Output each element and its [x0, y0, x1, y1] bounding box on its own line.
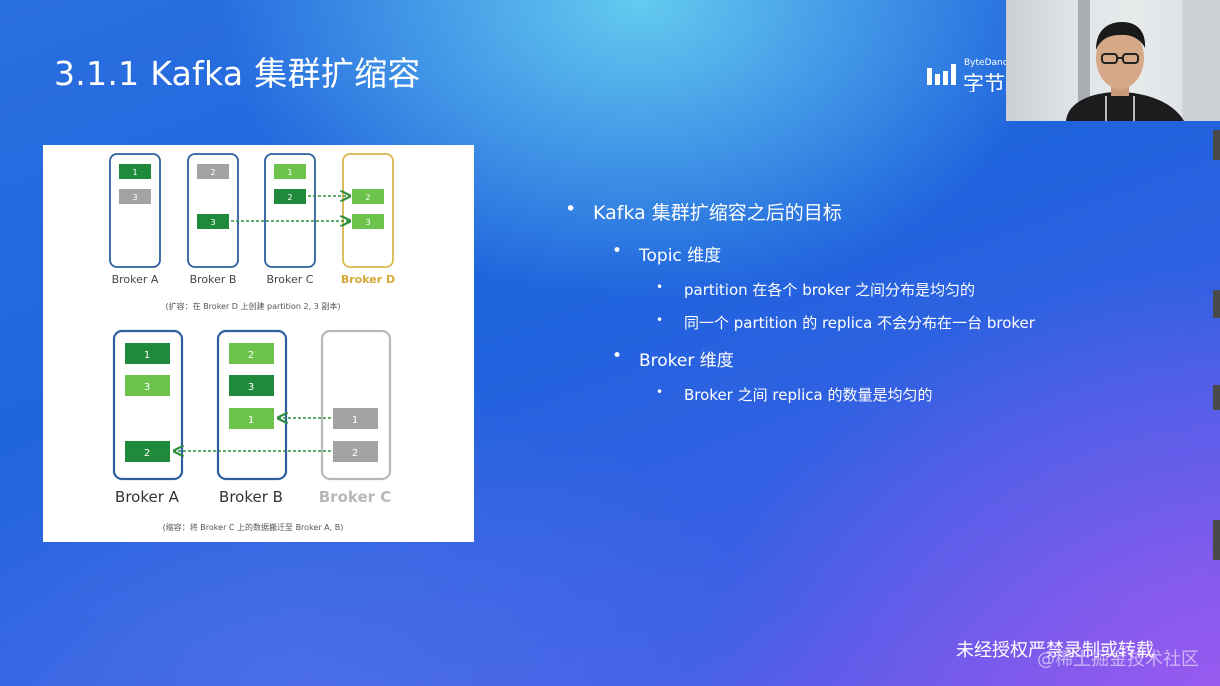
- scaledown-b-replica-1-label: 1: [248, 415, 254, 426]
- scaleup-caption: (扩容：在 Broker D 上创建 partition 2, 3 副本): [166, 301, 341, 311]
- bytedance-logo: ByteDance 字节跳动: [926, 56, 1008, 92]
- scaledown-c-replica-2-label: 2: [352, 448, 358, 459]
- scaleup-broker-c-label: Broker C: [266, 273, 313, 286]
- scaleup-broker-b-box: [187, 153, 239, 268]
- scaledown-b-replica-1: [229, 408, 274, 429]
- scaleup-d-replica-3: [352, 214, 384, 229]
- scaleup-b-replica-3: [197, 214, 229, 229]
- bullet-dot-icon: •: [656, 280, 664, 294]
- scaleup-d-replica-2: [352, 189, 384, 204]
- bullet-topic-text: Topic 维度: [639, 246, 722, 266]
- scaleup-d-replica-3-label: 3: [365, 218, 370, 227]
- bullet-topic-point-1: • partition 在各个 broker 之间分布是均匀的: [656, 279, 976, 300]
- bullet-dot-icon: •: [656, 313, 664, 327]
- scaleup-d-replica-2-label: 2: [365, 193, 370, 202]
- scaledown-b-replica-2: [229, 343, 274, 364]
- bullet-topic-point-2-text: 同一个 partition 的 replica 不会分布在一台 broker: [684, 314, 1035, 332]
- scaleup-a-replica-3: [119, 189, 151, 204]
- bullet-dot-icon: •: [656, 385, 664, 399]
- presenter-avatar: [1066, 0, 1220, 121]
- bullet-topic-point-2: • 同一个 partition 的 replica 不会分布在一台 broker: [656, 312, 1035, 333]
- scaledown-a-replica-3-label: 3: [144, 382, 150, 393]
- scaleup-c-replica-2-label: 2: [287, 193, 292, 202]
- bullet-dot-icon: •: [565, 198, 577, 220]
- scaledown-broker-a-box: [112, 329, 184, 481]
- scaleup-c-replica-1-label: 1: [287, 168, 292, 177]
- scaleup-c-replica-1: [274, 164, 306, 179]
- bullet-main: • Kafka 集群扩缩容之后的目标: [565, 198, 842, 225]
- scaleup-a-replica-1: [119, 164, 151, 179]
- scaleup-broker-a-label: Broker A: [112, 273, 159, 286]
- kafka-scaling-diagram: 1 3 2 3 1 2 2 3 Broker A Broker B Bro: [109, 153, 395, 532]
- bullet-broker-point-1: • Broker 之间 replica 的数量是均匀的: [656, 384, 933, 405]
- bullet-broker-point-1-text: Broker 之间 replica 的数量是均匀的: [684, 386, 933, 404]
- scaledown-b-replica-2-label: 2: [248, 350, 254, 361]
- scaleup-c-replica-2: [274, 189, 306, 204]
- scaleup-broker-a-box: [109, 153, 161, 268]
- scaledown-broker-c-label: Broker C: [319, 488, 392, 506]
- scaledown-a-replica-1-label: 1: [144, 350, 150, 361]
- logo-wordmark-cn: 字节跳动: [963, 72, 1008, 92]
- scaleup-broker-b-label: Broker B: [190, 273, 237, 286]
- scaleup-broker-d-label: Broker D: [341, 273, 395, 286]
- scaledown-broker-b-box: [216, 329, 288, 481]
- side-edge-bar: [1213, 385, 1220, 410]
- scaledown-broker-b-label: Broker B: [219, 488, 283, 506]
- scaleup-a-replica-1-label: 1: [132, 168, 137, 177]
- scaledown-c-replica-1: [333, 408, 378, 429]
- bullet-topic-point-1-text: partition 在各个 broker 之间分布是均匀的: [684, 281, 976, 299]
- bullet-topic: • Topic 维度: [612, 241, 722, 266]
- scaleup-b-replica-2: [197, 164, 229, 179]
- copyright-watermark: 未经授权严禁录制或转载: [956, 640, 1154, 661]
- scaledown-a-replica-2: [125, 441, 170, 462]
- scaledown-c-replica-1-label: 1: [352, 415, 358, 426]
- scaledown-a-replica-1: [125, 343, 170, 364]
- bytedance-logo-icon: [927, 64, 956, 85]
- bullet-broker-text: Broker 维度: [639, 351, 734, 371]
- scaledown-b-replica-3: [229, 375, 274, 396]
- scaledown-c-replica-2: [333, 441, 378, 462]
- bullet-dot-icon: •: [612, 241, 623, 261]
- community-watermark: @稀土掘金技术社区: [1037, 649, 1199, 670]
- scaledown-a-replica-2-label: 2: [144, 448, 150, 459]
- bullet-dot-icon: •: [612, 346, 623, 366]
- side-edge-bar: [1213, 290, 1220, 318]
- side-edge-bar: [1213, 520, 1220, 560]
- slide-title: 3.1.1 Kafka 集群扩缩容: [54, 54, 421, 93]
- scaleup-b-replica-3-label: 3: [210, 218, 215, 227]
- scaledown-b-replica-3-label: 3: [248, 382, 254, 393]
- scaledown-caption: (缩容：将 Broker C 上的数据搬迁至 Broker A, B): [163, 522, 344, 532]
- side-edge-bar: [1213, 130, 1220, 160]
- kafka-scaling-figure: 1 3 2 3 1 2 2 3 Broker A Broker B Bro: [43, 145, 474, 542]
- scaleup-b-replica-2-label: 2: [210, 168, 215, 177]
- scaledown-broker-a-label: Broker A: [115, 488, 180, 506]
- scaledown-a-replica-3: [125, 375, 170, 396]
- scaleup-broker-d-box: [342, 153, 394, 268]
- bullet-broker: • Broker 维度: [612, 346, 734, 371]
- scaleup-a-replica-3-label: 3: [132, 193, 137, 202]
- logo-wordmark-en: ByteDance: [964, 58, 1008, 68]
- bullet-main-text: Kafka 集群扩缩容之后的目标: [593, 202, 842, 224]
- presenter-webcam: [1006, 0, 1220, 121]
- scaleup-broker-c-box: [264, 153, 316, 268]
- scaledown-broker-c-box: [320, 329, 392, 481]
